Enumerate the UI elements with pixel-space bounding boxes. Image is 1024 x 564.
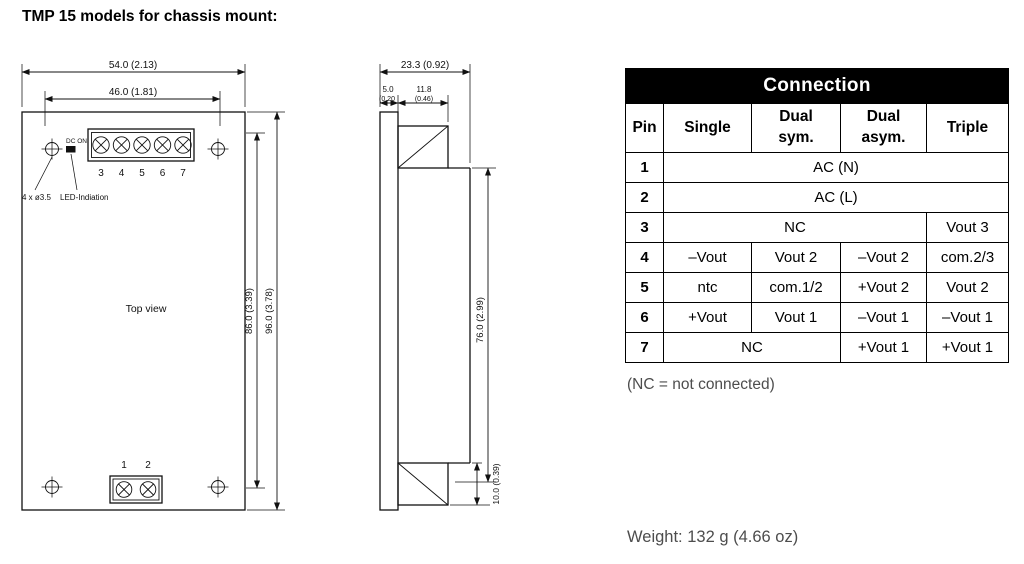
pin-assignment: –Vout 2 [840,242,927,273]
pin-assignment: Vout 3 [926,212,1009,243]
pin-assignment: –Vout [663,242,752,273]
pin-number: 7 [625,332,664,363]
pin-assignment: Vout 2 [751,242,841,273]
table-row-pin1: 1 AC (N) [625,152,1009,183]
table-header-row: Pin Single Dual sym. Dual asym. Triple [625,103,1009,153]
chassis-flange-outline [379,111,399,511]
mounting-hole-bottom-right [207,476,229,498]
pin-label-4: 4 [119,168,125,179]
pin-assignment: –Vout 1 [840,302,927,333]
pin-label-6: 6 [160,168,166,179]
col-header-dual-asym: Dual asym. [840,103,927,153]
leader-line-hole [34,156,53,191]
weight-note: Weight: 132 g (4.66 oz) [627,528,799,546]
table-row-pin5: 5 ntc com.1/2 +Vout 2 Vout 2 [625,272,1009,303]
pin-label-5: 5 [139,168,145,179]
table-row-pin7: 7 NC +Vout 1 +Vout 1 [625,332,1009,363]
pin-assignment: ntc [663,272,752,303]
led-callout: LED-Indiation [60,193,108,202]
pin-label-2: 2 [145,460,151,471]
terminal-block-bottom [109,475,163,504]
pin-label-3: 3 [98,168,104,179]
pin-assignment: +Vout 2 [840,272,927,303]
side-view-drawing: 23.3 (0.92) 5.0 (0.20 11.8 (0.46) [379,60,501,511]
mounting-hole-top-right [207,138,229,160]
table-row-pin2: 2 AC (L) [625,182,1009,213]
page-title: TMP 15 models for chassis mount: [22,8,278,25]
dimension-depth: 23.3 (0.92) [379,60,471,163]
dimension-body-height: 76.0 (2.99) [455,167,496,483]
pin-assignment: com.1/2 [751,272,841,303]
mounting-hole-bottom-left [41,476,63,498]
dimension-inner-width: 46.0 (1.81) [44,87,221,126]
pin-assignment: –Vout 1 [926,302,1009,333]
svg-text:(0.20: (0.20 [379,96,395,103]
svg-text:54.0 (2.13): 54.0 (2.13) [109,60,157,71]
table-row-pin3: 3 NC Vout 3 [625,212,1009,243]
dc-on-label: DC ON [66,138,87,145]
svg-text:96.0 (3.78): 96.0 (3.78) [264,288,275,334]
dimension-inner-height: 86.0 (3.39) [244,132,265,489]
terminal-block-top [87,128,195,162]
screw-terminal-icon [92,136,192,154]
chassis-body-outline [21,111,246,511]
svg-text:10.0 (0.39): 10.0 (0.39) [491,463,501,504]
mounting-hole-top-left [41,138,63,160]
pin-number: 2 [625,182,664,213]
table-row-pin6: 6 +Vout Vout 1 –Vout 1 –Vout 1 [625,302,1009,333]
holes-callout: 4 x ø3.5 [22,193,51,202]
pin-assignment: NC [663,212,927,243]
pin-number: 5 [625,272,664,303]
table-row-pin4: 4 –Vout Vout 2 –Vout 2 com.2/3 [625,242,1009,273]
svg-text:5.0: 5.0 [382,85,394,94]
pin-assignment: Vout 2 [926,272,1009,303]
pin-number: 3 [625,212,664,243]
svg-text:23.3 (0.92): 23.3 (0.92) [401,60,449,71]
table-title: Connection [625,68,1009,104]
pin-assignment: Vout 1 [751,302,841,333]
pin-number: 6 [625,302,664,333]
col-header-pin: Pin [625,103,664,153]
pin-assignment: AC (L) [663,182,1009,213]
side-terminal-block-bottom [397,462,449,506]
pin-assignment: +Vout 1 [926,332,1009,363]
pin-number: 4 [625,242,664,273]
pin-label-1: 1 [121,460,127,471]
svg-text:11.8: 11.8 [417,85,433,94]
svg-text:76.0 (2.99): 76.0 (2.99) [475,297,486,343]
svg-text:(0.46): (0.46) [415,96,433,103]
dimension-flange-thickness: 5.0 (0.20 [379,85,399,122]
col-header-dual-sym: Dual sym. [751,103,841,153]
pin-assignment: +Vout [663,302,752,333]
pin-label-7: 7 [180,168,186,179]
leader-line-led [70,153,78,191]
dimension-outer-width: 54.0 (2.13) [21,60,246,107]
pin-number: 1 [625,152,664,183]
nc-note: (NC = not connected) [627,376,775,393]
col-header-triple: Triple [926,103,1009,153]
pin-assignment: com.2/3 [926,242,1009,273]
dimension-bottom-height: 10.0 (0.39) [450,462,501,506]
top-view-drawing: 3 4 5 6 7 [21,60,285,511]
col-header-single: Single [663,103,752,153]
svg-text:86.0 (3.39): 86.0 (3.39) [244,288,255,334]
pin-assignment: AC (N) [663,152,1009,183]
dimension-outer-height: 96.0 (3.78) [247,111,285,511]
side-body-outline [448,167,471,464]
svg-text:46.0 (1.81): 46.0 (1.81) [109,87,157,98]
pin-assignment: +Vout 1 [840,332,927,363]
view-label: Top view [126,303,167,315]
connection-table: Connection Pin Single Dual sym. Dual asy… [625,68,1009,363]
side-terminal-block-top [397,125,449,169]
mechanical-drawing: 3 4 5 6 7 [21,60,501,511]
led-indicator-icon [66,146,76,153]
dimension-block-depth: 11.8 (0.46) [397,85,449,122]
pin-assignment: NC [663,332,841,363]
connection-table-wrap: Connection Pin Single Dual sym. Dual asy… [625,68,1009,363]
